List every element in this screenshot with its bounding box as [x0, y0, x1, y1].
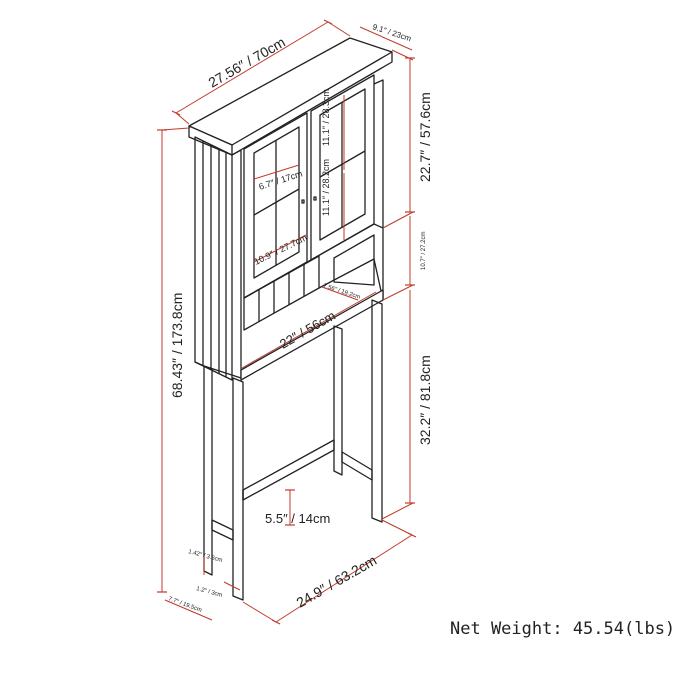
dim-line-base-width [275, 534, 413, 623]
right-door-muntin-h [319, 150, 366, 178]
label-stretcher-height: 5.5″ / 14cm [265, 511, 330, 526]
front-post [231, 149, 242, 378]
dim-line-glass-width [253, 164, 300, 180]
open-shelf-floor [318, 258, 384, 301]
label-top-depth: 9.1″ / 23cm [371, 22, 412, 43]
label-door-width: 10.9″ / 27.7cm [252, 233, 308, 267]
left-side-panel [194, 136, 233, 381]
right-post [373, 79, 384, 300]
cabinet-drawing [188, 37, 393, 601]
label-glass-width: 6.7″ / 17cm [258, 168, 304, 191]
label-base-width: 24.9″ / 63.2cm [294, 552, 380, 611]
ext-line [382, 211, 414, 229]
shelf-skirt [243, 255, 320, 331]
dim-line-top-width [175, 21, 329, 114]
label-leg-height: 32.2″ / 81.8cm [417, 355, 433, 445]
front-right-leg [371, 299, 383, 523]
top-slab-right-edge [231, 52, 393, 156]
left-door-knob [301, 199, 305, 204]
right-door-knob [313, 196, 317, 201]
net-weight-label: Net Weight: 45.54(lbs) [450, 619, 676, 639]
dim-line-door-width [253, 234, 307, 263]
open-shelf-back [333, 234, 375, 286]
back-left-leg [203, 365, 213, 576]
label-open-shelf: 10.7″ / 27.2cm [421, 232, 427, 270]
back-right-leg [333, 325, 343, 476]
ext-line [381, 502, 414, 520]
lower-panel-edge [194, 361, 242, 379]
right-door-glass [319, 88, 366, 241]
side-stretcher-right [341, 451, 373, 481]
label-shelf-depth: 7.56″ / 19.2cm [322, 283, 360, 301]
front-stretcher [242, 439, 335, 501]
ext-line [161, 127, 190, 131]
ext-line [382, 284, 414, 301]
left-door-muntin-h [253, 188, 300, 216]
label-cabinet-height: 22.7″ / 57.6cm [417, 92, 433, 182]
dim-line-foot-depth [164, 599, 213, 621]
left-door-glass [253, 126, 300, 279]
dim-line-foot-width [223, 581, 241, 591]
ext-line [327, 21, 351, 37]
label-glass-lower: 11.1″ / 28.2cm [321, 159, 331, 216]
side-stretcher-left [211, 519, 234, 541]
ext-line [175, 112, 190, 125]
label-foot-depth: 7.7″ / 19.5cm [167, 596, 202, 614]
label-glass-upper: 11.1″ / 28.3cm [321, 89, 331, 146]
dim-line-inner-width [241, 291, 377, 369]
label-leg-thickness: 1.42″ / 3.6cm [187, 549, 223, 564]
ext-line [242, 601, 277, 623]
ext-line [381, 519, 413, 536]
front-left-leg [232, 377, 244, 601]
dimension-lines [157, 19, 417, 625]
dim-line-top-depth [359, 26, 413, 51]
dim-line-shelf-depth [321, 286, 359, 301]
label-foot-width: 1.2″ / 3cm [195, 586, 222, 599]
label-overall-height: 68.43″ / 173.8cm [169, 293, 185, 398]
